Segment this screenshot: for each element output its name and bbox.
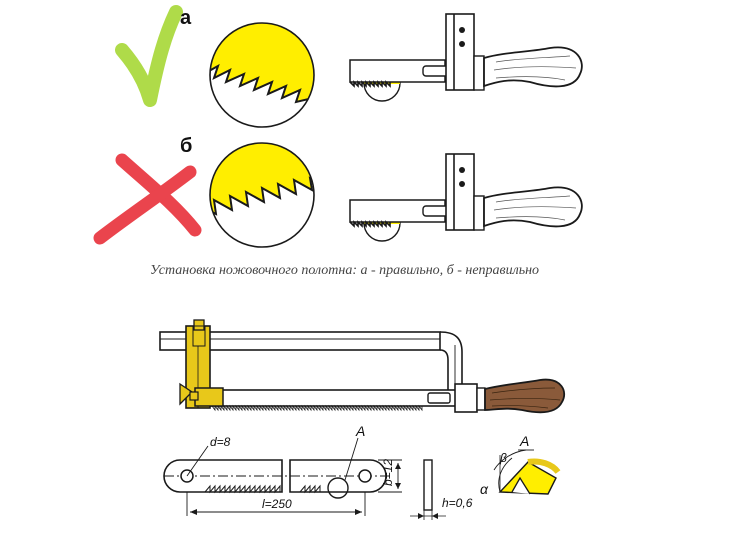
hacksaw-sketch-correct xyxy=(349,13,583,102)
angle-beta: β xyxy=(499,451,507,465)
tooth-detail: A α β xyxy=(480,433,561,497)
figure-caption: Установка ножовочного полотна: а - прави… xyxy=(150,263,539,278)
angle-alpha: α xyxy=(480,481,489,497)
hacksaw-large xyxy=(159,319,566,414)
blade-drawing: A d=8 l=250 b=12 h=0,6 xyxy=(163,423,473,520)
label-correct: а xyxy=(180,7,192,29)
detail-label: A xyxy=(355,423,365,439)
cross-icon xyxy=(93,153,202,245)
label-wrong: б xyxy=(180,135,192,157)
thickness-label: h=0,6 xyxy=(442,496,473,510)
check-icon xyxy=(115,5,183,107)
hole-diameter-label: d=8 xyxy=(210,435,231,449)
detail-zoom-label: A xyxy=(519,433,529,449)
width-label: b=12 xyxy=(381,459,395,486)
zoom-circle-correct xyxy=(209,22,315,128)
zoom-circle-wrong xyxy=(209,142,315,248)
length-label: l=250 xyxy=(262,497,292,511)
hacksaw-sketch-wrong xyxy=(349,153,583,242)
